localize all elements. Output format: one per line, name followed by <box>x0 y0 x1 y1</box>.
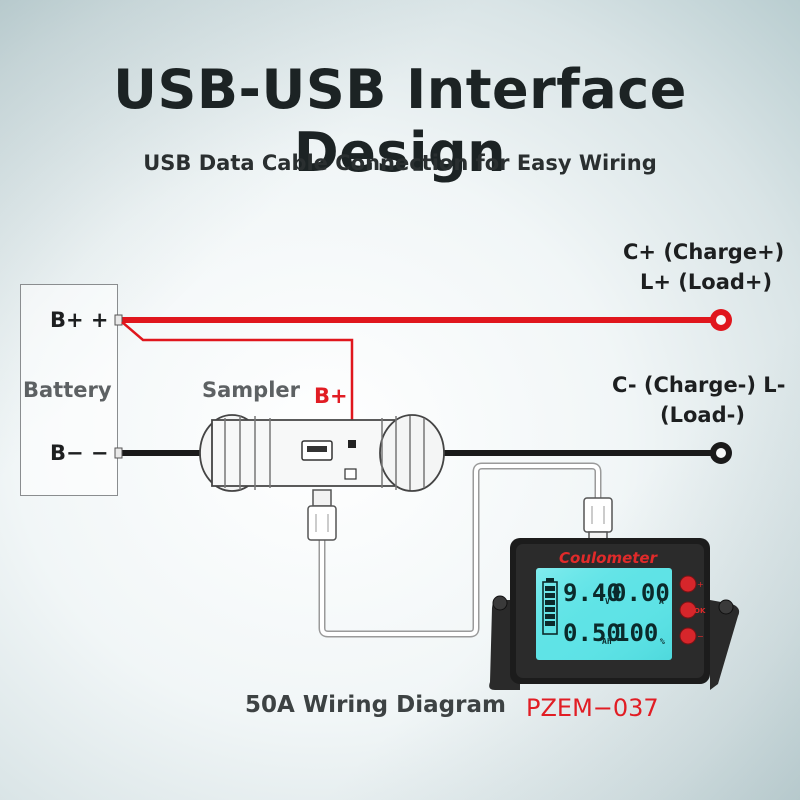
battery-box <box>20 284 118 496</box>
meter-button-up-mark: + <box>697 580 704 589</box>
meter-button-ok-mark: OK <box>694 607 706 615</box>
label-charge-minus: C- (Charge-) L- <box>612 373 786 397</box>
meter-button-up[interactable] <box>679 575 697 593</box>
label-battery-positive: B+ + <box>50 308 109 332</box>
lcd-capacity-unit: Ah <box>602 637 612 646</box>
label-battery: Battery <box>23 378 112 402</box>
label-model: PZEM−037 <box>526 694 659 722</box>
lcd-percent-value: 100 <box>615 619 658 647</box>
sampler-device <box>199 414 445 492</box>
lcd-current-value: 0.00 <box>612 579 670 607</box>
meter-button-down-mark: − <box>697 632 704 641</box>
label-load-plus: L+ (Load+) <box>640 270 773 294</box>
positive-ring-terminal <box>710 309 732 331</box>
battery-positive-terminal <box>114 314 123 326</box>
label-wiring-diagram: 50A Wiring Diagram <box>245 692 506 718</box>
negative-ring-terminal <box>710 442 732 464</box>
lcd-voltage-value: 9.40 <box>563 579 621 607</box>
usb-plug-sampler <box>307 489 337 541</box>
meter-button-ok[interactable] <box>679 601 697 619</box>
battery-level-icon <box>542 578 558 635</box>
page-subtitle: USB Data Cable Connection for Easy Wirin… <box>143 151 657 175</box>
battery-negative-terminal <box>114 447 123 459</box>
label-charge-plus: C+ (Charge+) <box>623 240 785 264</box>
sense-wire <box>121 321 354 442</box>
lcd-percent-unit: % <box>660 637 665 646</box>
lcd-current-unit: A <box>659 597 664 606</box>
meter-button-down[interactable] <box>679 627 697 645</box>
lcd-voltage-unit: V <box>605 597 610 606</box>
coulometer-device <box>489 538 740 690</box>
page-title: USB-USB Interface Design <box>113 58 687 184</box>
label-load-minus: (Load-) <box>660 403 745 427</box>
label-battery-negative: B− − <box>50 441 109 465</box>
label-sampler-b-plus: B+ <box>314 384 348 408</box>
meter-brand-label: Coulometer <box>559 549 659 567</box>
label-sampler: Sampler <box>202 378 301 402</box>
lcd-capacity-value: 0.50 <box>563 619 621 647</box>
